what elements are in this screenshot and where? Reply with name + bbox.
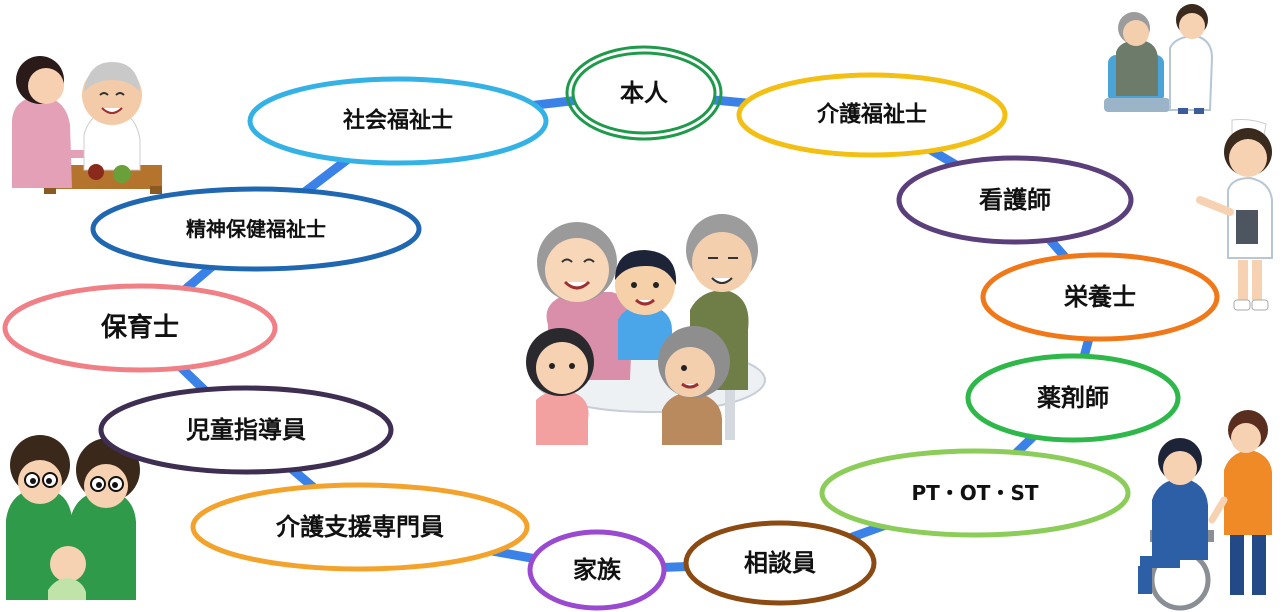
node-label: 介護福祉士 [816, 102, 927, 128]
node-ellipse [896, 155, 1134, 245]
node-ellipse [980, 252, 1220, 342]
node-label: 本人 [620, 79, 668, 107]
nurse-illustration [1196, 119, 1273, 311]
node-hoikushi: 保育士 [2, 283, 278, 373]
node-label: 看護師 [979, 186, 1051, 214]
node-yakuzaishi: 薬剤師 [965, 353, 1181, 443]
wheelchair-caregiver-illustration [1138, 410, 1272, 611]
node-soudanin: 相談員 [683, 520, 877, 606]
node-label: 児童指導員 [186, 416, 306, 444]
family-with-baby-illustration [6, 435, 140, 600]
node-ellipse [965, 353, 1181, 443]
node-ellipse [819, 448, 1131, 538]
node-label: 社会福祉士 [343, 108, 453, 134]
node-kaigo-fukushishi: 介護福祉士 [736, 72, 1008, 158]
node-kaigo-shien: 介護支援専門員 [190, 482, 530, 572]
node-ellipse [98, 385, 394, 475]
node-ellipse [2, 283, 278, 373]
node-ellipse [190, 482, 530, 572]
node-label: 相談員 [744, 549, 816, 577]
doctor-consultation-illustration [1104, 4, 1214, 114]
node-label: 薬剤師 [1037, 384, 1109, 412]
node-label: 家族 [573, 556, 622, 584]
node-kangoshi: 看護師 [896, 155, 1134, 245]
node-kazoku: 家族 [527, 529, 667, 611]
node-ellipse [90, 186, 422, 272]
family-group-picture [526, 214, 766, 445]
node-outer-ring [565, 45, 723, 141]
node-shakai-fukushishi: 社会福祉士 [247, 76, 549, 166]
node-label: 保育士 [100, 312, 179, 343]
node-label: PT・OT・ST [912, 481, 1039, 505]
node-seishin-hoken: 精神保健福祉士 [90, 186, 422, 272]
node-ellipse [683, 520, 877, 606]
node-pt-ot-st: PT・OT・ST [819, 448, 1131, 538]
node-ellipse [736, 72, 1008, 158]
node-jidou-shidouin: 児童指導員 [98, 385, 394, 475]
node-label: 介護支援専門員 [275, 513, 444, 541]
node-eiyoushi: 栄養士 [980, 252, 1220, 342]
node-ellipse [247, 76, 549, 166]
node-label: 精神保健福祉士 [186, 217, 326, 241]
node-honnin: 本人 [565, 45, 723, 141]
node-ellipse [527, 529, 667, 611]
node-ellipse [571, 51, 717, 135]
elderly-being-fed-illustration [12, 56, 162, 194]
node-label: 栄養士 [1063, 283, 1136, 311]
